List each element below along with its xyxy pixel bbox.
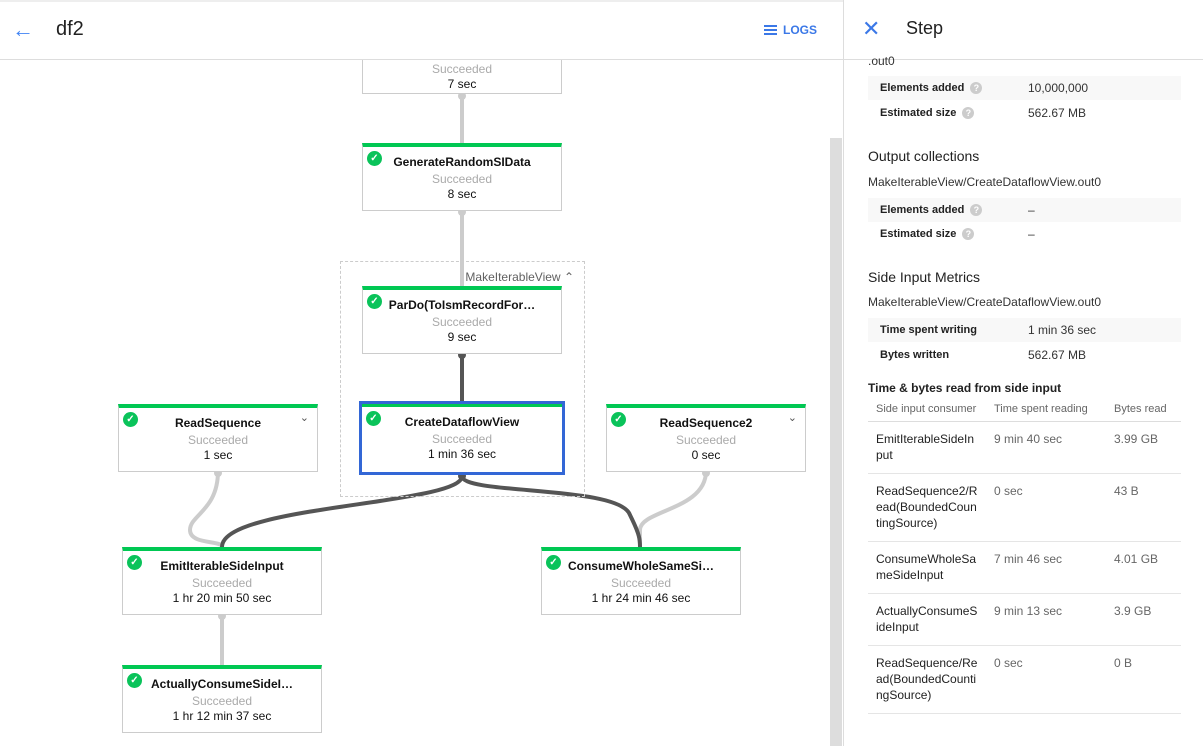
edge: [460, 475, 642, 548]
metric-row: Estimated size?562.67 MB: [880, 106, 1087, 120]
panel-title: Step: [906, 18, 944, 38]
check-circle-icon: ✓: [123, 412, 138, 427]
chevron-down-icon[interactable]: ⌄: [299, 412, 309, 424]
list-icon: [764, 25, 777, 35]
output-collection-path: MakeIterableView/CreateDataflowView.out0: [868, 175, 1102, 189]
side-input-read-table: Side input consumer Time spent reading B…: [868, 400, 1181, 714]
side-input-path: MakeIterableView/CreateDataflowView.out0: [868, 295, 1102, 309]
graph-edges: [187, 92, 710, 665]
group-label[interactable]: MakeIterableView ⌃: [465, 270, 574, 284]
panel-header: ✕ Step: [844, 0, 1203, 60]
job-title: df2: [56, 18, 84, 40]
check-circle-icon: ✓: [546, 555, 561, 570]
help-icon[interactable]: ?: [962, 228, 975, 240]
check-circle-icon: ✓: [611, 412, 626, 427]
output-collections-heading: Output collections: [868, 148, 980, 164]
check-circle-icon: ✓: [366, 411, 381, 426]
edge: [187, 470, 224, 549]
check-circle-icon: ✓: [367, 151, 382, 166]
help-icon[interactable]: ?: [970, 204, 983, 216]
check-circle-icon: ✓: [127, 555, 142, 570]
chevron-down-icon[interactable]: ⌄: [787, 412, 797, 424]
logs-button[interactable]: LOGS: [764, 23, 817, 37]
help-icon[interactable]: ?: [962, 107, 975, 119]
table-row: ReadSequence2/Read(BoundedCountingSource…: [868, 473, 1181, 542]
graph-scrollbar[interactable]: [830, 138, 842, 746]
edge: [220, 475, 464, 548]
close-icon[interactable]: ✕: [862, 16, 881, 41]
check-circle-icon: ✓: [127, 673, 142, 688]
input-collection-path: .out0: [868, 54, 895, 68]
edge: [638, 470, 708, 547]
arrow-back-icon[interactable]: ←: [12, 17, 34, 42]
check-circle-icon: ✓: [367, 294, 382, 309]
help-icon[interactable]: ?: [970, 82, 983, 94]
side-input-metrics-heading: Side Input Metrics: [868, 269, 981, 285]
group-makeiterableview: MakeIterableView ⌃: [340, 261, 585, 497]
metric-row: Elements added?–: [868, 198, 1181, 222]
metric-row: Estimated size?–: [880, 227, 1035, 241]
chevron-up-icon[interactable]: ⌃: [563, 270, 574, 284]
step-panel: ✕ Step .out0 Elements added?10,000,000 E…: [843, 0, 1203, 746]
side-input-read-heading: Time & bytes read from side input: [868, 381, 1062, 395]
table-row: ReadSequence/Read(BoundedCountingSource)…: [868, 645, 1181, 714]
top-bar: ← df2 LOGS: [0, 0, 843, 60]
metric-row: Elements added?10,000,000: [868, 76, 1181, 100]
